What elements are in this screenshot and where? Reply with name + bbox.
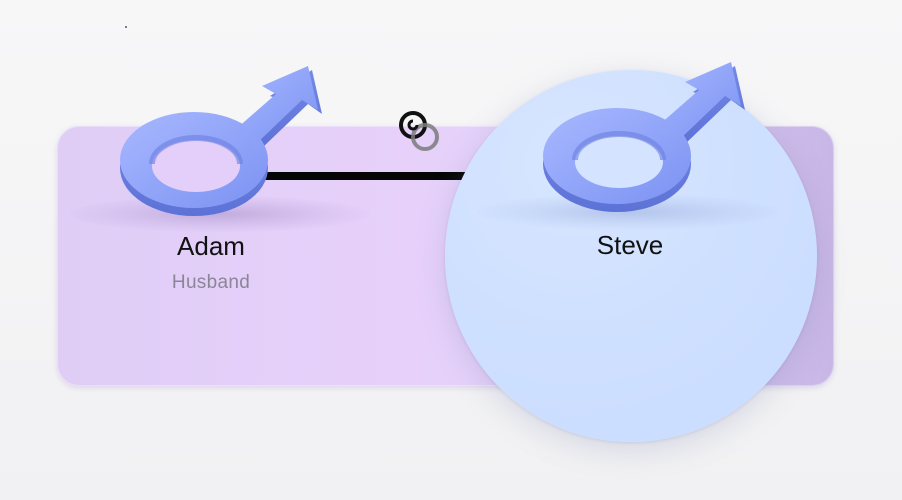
interlocked-rings-icon[interactable] (396, 108, 444, 156)
stray-dot (125, 26, 127, 28)
marriage-line (208, 172, 468, 180)
selected-person-highlight[interactable] (445, 70, 817, 442)
